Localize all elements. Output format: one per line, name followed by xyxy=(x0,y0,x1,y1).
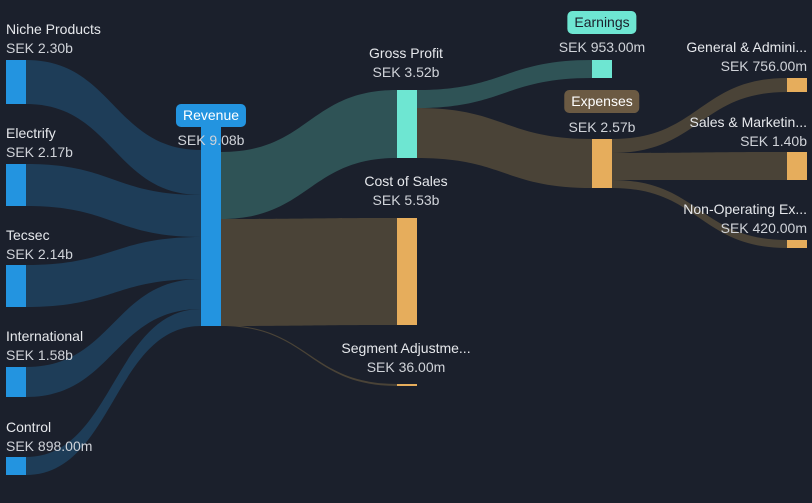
node-value-segment-adjustments: SEK 36.00m xyxy=(366,359,446,375)
node-value-sales-marketing: SEK 1.40b xyxy=(740,133,807,149)
node-label-earnings: Earnings xyxy=(567,11,637,34)
node-label-non-operating: Non-Operating Ex... xyxy=(683,201,807,217)
link-electrify-revenue xyxy=(26,164,201,237)
node-label-electrify: Electrify xyxy=(6,125,56,141)
node-value-international: SEK 1.58b xyxy=(6,347,73,363)
node-tecsec xyxy=(6,265,26,307)
node-label-sales-marketing: Sales & Marketin... xyxy=(689,114,808,130)
node-sales-marketing xyxy=(787,152,807,180)
node-label-revenue: Revenue xyxy=(175,104,247,127)
link-revenue-cost-of-sales xyxy=(221,218,397,326)
link-expenses-non-operating xyxy=(612,180,787,248)
link-tecsec-revenue xyxy=(26,237,201,307)
node-international xyxy=(6,367,26,397)
node-expenses xyxy=(592,139,612,188)
node-value-general-admin: SEK 756.00m xyxy=(720,58,807,74)
node-label-gross-profit: Gross Profit xyxy=(369,45,443,61)
node-label-tecsec: Tecsec xyxy=(6,227,50,243)
node-earnings xyxy=(592,60,612,78)
node-gross-profit xyxy=(397,90,417,158)
link-niche-revenue xyxy=(26,60,201,195)
node-value-tecsec: SEK 2.14b xyxy=(6,246,73,262)
node-value-non-operating: SEK 420.00m xyxy=(720,220,807,236)
node-non-operating xyxy=(787,240,807,248)
node-niche xyxy=(6,60,26,104)
node-label-international: International xyxy=(6,328,84,344)
node-control xyxy=(6,457,26,475)
node-value-cost-of-sales: SEK 5.53b xyxy=(372,192,440,208)
link-revenue-gross-profit xyxy=(221,90,397,219)
node-label-general-admin: General & Admini... xyxy=(686,39,807,55)
node-label-expenses: Expenses xyxy=(564,90,640,113)
link-control-revenue xyxy=(26,309,201,475)
node-revenue xyxy=(201,124,221,326)
node-general-admin xyxy=(787,78,807,92)
node-label-cost-of-sales: Cost of Sales xyxy=(364,173,448,189)
node-cost-of-sales xyxy=(397,218,417,325)
node-value-gross-profit: SEK 3.52b xyxy=(372,64,440,80)
node-value-earnings: SEK 953.00m xyxy=(558,39,646,55)
node-value-control: SEK 898.00m xyxy=(6,438,93,454)
node-label-niche: Niche Products xyxy=(6,21,101,37)
node-label-control: Control xyxy=(6,419,52,435)
link-expenses-sales-marketing xyxy=(612,152,787,180)
node-value-expenses: SEK 2.57b xyxy=(568,119,636,135)
link-gross-profit-earnings xyxy=(417,60,592,108)
node-electrify xyxy=(6,164,26,206)
node-segment-adj xyxy=(397,384,417,386)
link-international-revenue xyxy=(26,279,201,397)
node-value-electrify: SEK 2.17b xyxy=(6,144,73,160)
link-revenue-segment-adj xyxy=(221,325,397,386)
link-gross-profit-expenses xyxy=(417,108,592,188)
node-value-revenue: SEK 9.08b xyxy=(177,132,245,148)
node-label-segment-adjustments: Segment Adjustme... xyxy=(341,340,471,356)
link-expenses-general-admin xyxy=(612,78,787,153)
node-value-niche: SEK 2.30b xyxy=(6,40,73,56)
